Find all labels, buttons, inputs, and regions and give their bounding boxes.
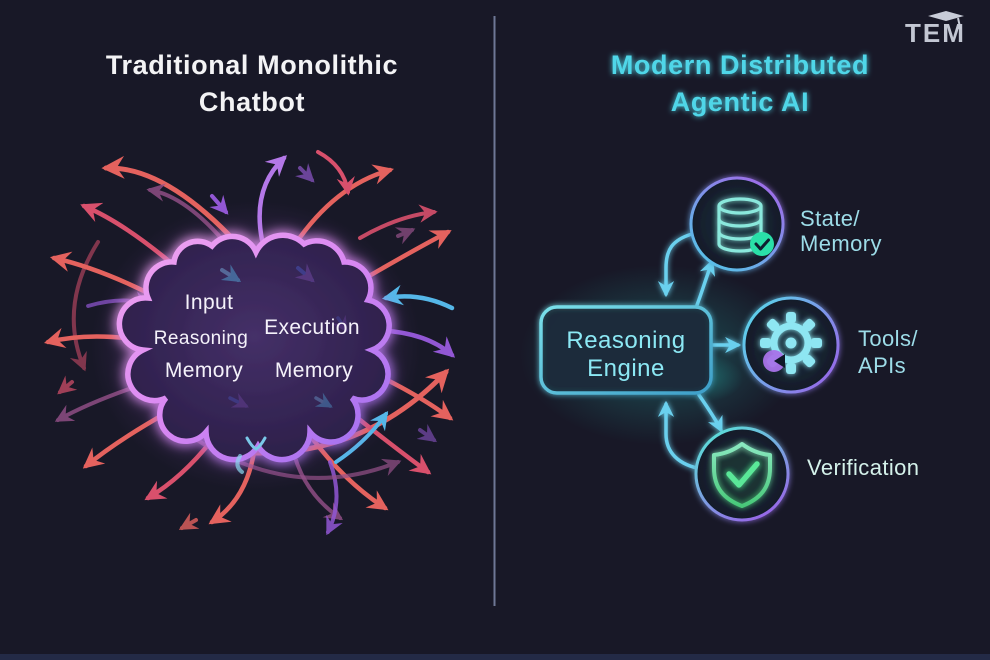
graduation-cap-icon <box>928 11 964 30</box>
brain-illustration: Input Reasoning Memory Execution Memory <box>113 229 395 474</box>
state-memory-label-line1: State/ <box>800 206 860 231</box>
right-title-line2: Agentic AI <box>671 87 810 117</box>
reasoning-engine-node: Reasoning Engine <box>539 305 713 395</box>
flow-arrow-engine-to-state <box>695 258 716 307</box>
verification-label-line1: Verification <box>807 455 919 480</box>
brain-label-execution: Execution <box>264 316 360 339</box>
flow-arrow-engine-to-verification <box>697 393 723 433</box>
check-badge <box>750 232 774 256</box>
flow-arrows <box>657 232 742 471</box>
brain-midline-root <box>245 436 267 451</box>
brand-logo-text: TEM <box>905 18 966 48</box>
tools-apis-label-line1: Tools/ <box>858 326 918 351</box>
brain-label-memory-right: Memory <box>275 359 353 382</box>
right-panel: Modern Distributed Agentic AI Reasoning … <box>520 50 919 522</box>
state-memory-circle <box>689 176 785 272</box>
engine-label-line1: Reasoning <box>566 327 685 354</box>
tools-apis-label-line2: APIs <box>858 353 906 378</box>
right-title-line1: Modern Distributed <box>611 50 869 80</box>
shield-check-icon <box>712 442 772 508</box>
brain-droplet <box>235 454 244 474</box>
gear-icon <box>760 312 822 374</box>
left-title-line2: Chatbot <box>199 87 305 117</box>
engine-label-line2: Engine <box>587 355 665 382</box>
check-badge-mark <box>754 238 770 251</box>
flow-arrow-state-to-engine <box>657 232 694 298</box>
left-title-line1: Traditional Monolithic <box>106 50 398 80</box>
brain-inner-marks <box>220 263 348 408</box>
brain-label-memory-left: Memory <box>165 359 243 382</box>
bottom-strip <box>0 654 990 660</box>
flow-arrow-verification-to-engine <box>657 400 704 471</box>
state-memory-label-line2: Memory <box>800 231 882 256</box>
tools-apis-node: Tools/ APIs <box>742 296 918 394</box>
verification-node: Verification <box>694 426 919 522</box>
gear-accent-notch <box>774 354 785 368</box>
brain-label-reasoning: Reasoning <box>154 328 248 349</box>
state-memory-node: State/ Memory <box>689 176 882 272</box>
brand-logo: TEM <box>905 11 966 48</box>
reasoning-engine-box <box>539 305 713 395</box>
left-panel: Traditional Monolithic Chatbot <box>43 50 456 536</box>
brain-label-input: Input <box>185 291 234 314</box>
